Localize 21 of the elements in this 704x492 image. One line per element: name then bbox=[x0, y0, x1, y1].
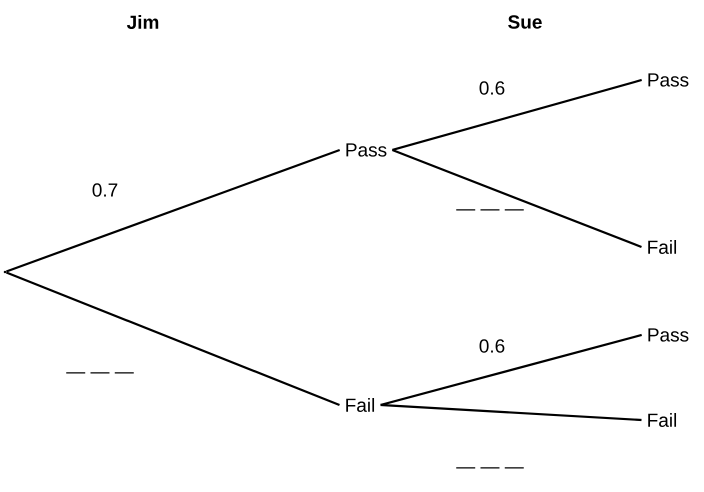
branch-line bbox=[6, 148, 340, 273]
outcome-label: Pass bbox=[346, 143, 386, 157]
probability-label: 0.6 bbox=[480, 81, 504, 95]
outcome-label: Fail bbox=[648, 240, 676, 254]
branch-line bbox=[392, 78, 642, 152]
outcome-label: Pass bbox=[648, 328, 688, 342]
probability-label: — — — bbox=[456, 209, 524, 211]
column-heading: Jim bbox=[126, 15, 158, 29]
outcome-label: Fail bbox=[648, 413, 676, 427]
outcome-label: Fail bbox=[346, 398, 374, 412]
branch-line bbox=[392, 148, 642, 248]
probability-label: 0.6 bbox=[480, 339, 504, 353]
branch-line bbox=[380, 334, 642, 406]
probability-label: — — — bbox=[456, 467, 524, 469]
column-heading: Sue bbox=[508, 15, 542, 29]
branch-line bbox=[380, 404, 642, 422]
outcome-label: Pass bbox=[648, 73, 688, 87]
probability-label: — — — bbox=[66, 372, 134, 374]
branch-point bbox=[4, 270, 6, 274]
branch-line bbox=[6, 272, 340, 406]
probability-label: 0.7 bbox=[92, 183, 118, 197]
